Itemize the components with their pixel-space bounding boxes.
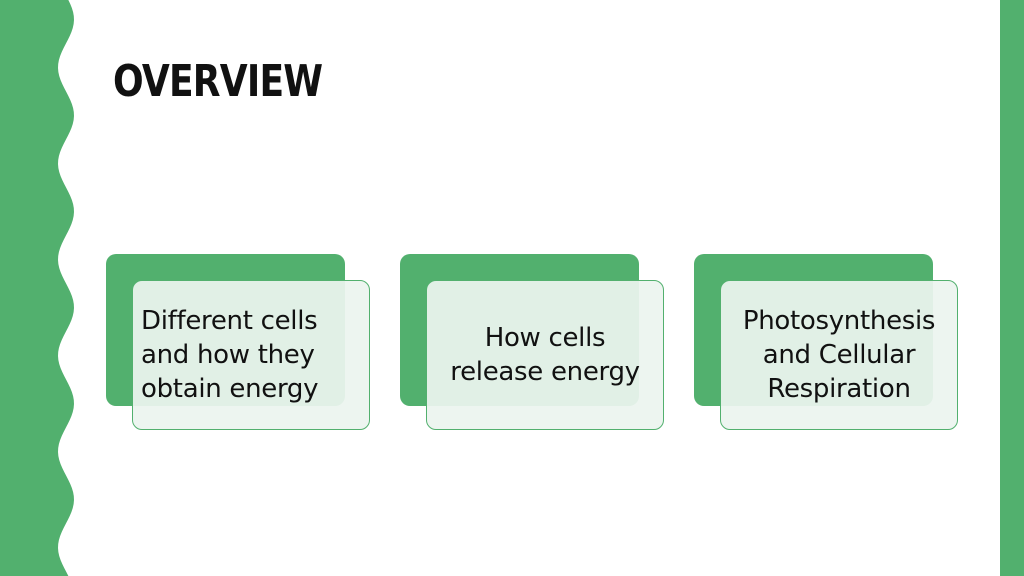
card-front-panel: Photosynthesis and Cellular Respiration xyxy=(720,280,958,430)
slide-title: OVERVIEW xyxy=(113,56,323,107)
card-front-panel: How cells release energy xyxy=(426,280,664,430)
overview-card-3: Photosynthesis and Cellular Respiration xyxy=(694,254,960,432)
overview-card-2: How cells release energy xyxy=(400,254,666,432)
wavy-band-shape xyxy=(0,0,74,576)
right-accent-band xyxy=(1000,0,1024,576)
card-front-panel: Different cells and how they obtain ener… xyxy=(132,280,370,430)
left-wavy-accent-band xyxy=(0,0,74,576)
card-text: How cells release energy xyxy=(450,323,640,387)
overview-card-1: Different cells and how they obtain ener… xyxy=(106,254,372,432)
card-text: Different cells and how they obtain ener… xyxy=(141,306,319,404)
card-text: Photosynthesis and Cellular Respiration xyxy=(742,306,936,404)
